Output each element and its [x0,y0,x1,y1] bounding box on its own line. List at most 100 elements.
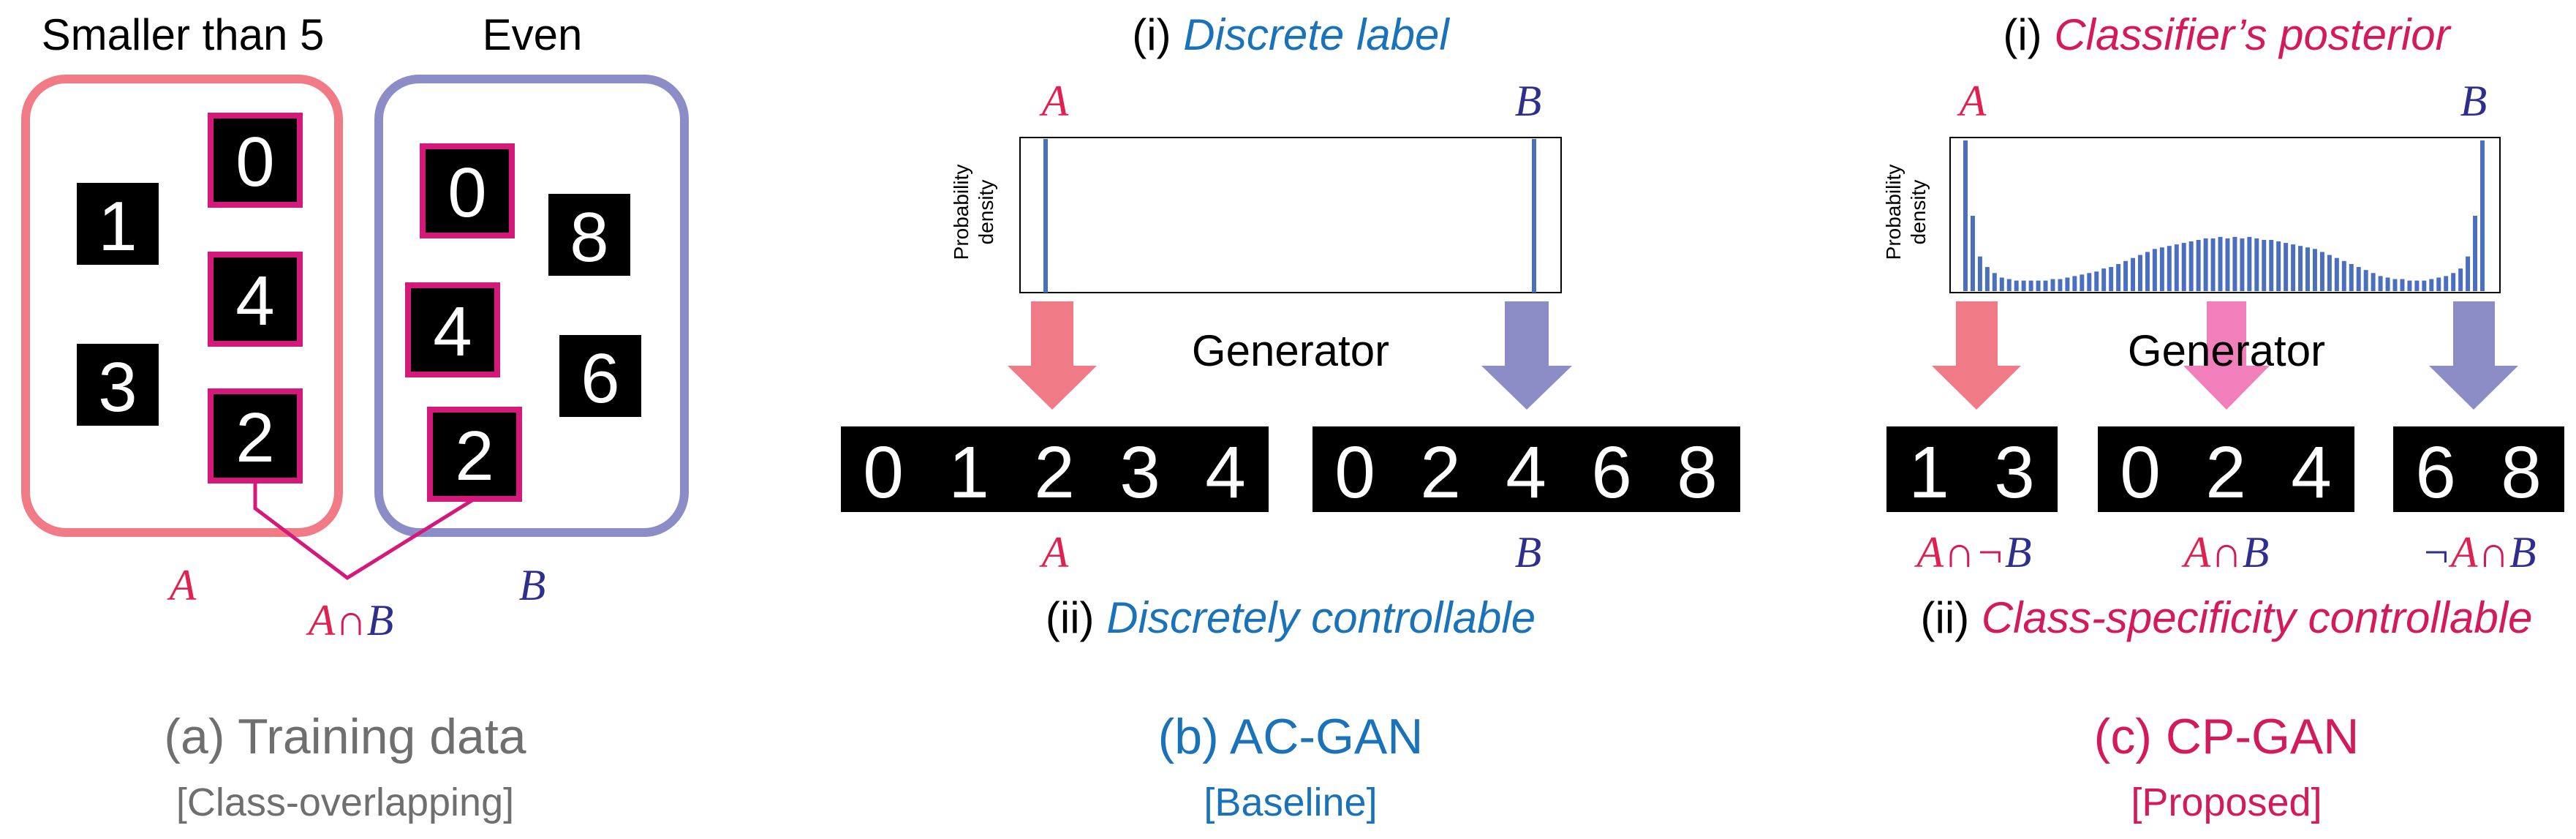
set-a-box [21,75,343,537]
digit-glyph: 0 [235,123,274,201]
histogram-bar [2014,280,2019,291]
panel-c-label-a: A [1957,77,1987,125]
panel-b-subcaption: [Baseline] [1204,780,1377,824]
panel-b-top-title: (i) Discrete label [1132,10,1450,59]
strip-digits: 6 8 [2415,432,2542,513]
output-strip-a: 0 1 2 3 4 [841,426,1269,513]
histogram-bar [2319,252,2324,291]
digit-tile-overlap: 4 [405,282,500,377]
panel-b-plot-frame [1019,137,1562,293]
digit-glyph: 3 [1994,432,2035,513]
histogram-bar [2385,277,2390,291]
histogram-bar [2298,246,2303,291]
arrow-to-a-and-b [2183,301,2270,410]
histogram-bar [2291,244,2296,291]
digit-glyph: 8 [570,198,608,276]
histogram-bar [2407,280,2412,291]
histogram-bar [2276,241,2281,291]
digit-glyph: 8 [2501,432,2542,513]
histogram-bar [2218,236,2223,291]
output-strip-not-a-and-b: 6 8 [2393,426,2564,513]
set-b-box [374,75,689,537]
label-intersection: A∩B [306,596,394,644]
histogram-bar [2123,260,2129,291]
histogram-bar [2444,276,2449,291]
digit-glyph: 0 [2120,432,2161,513]
histogram-bar [2305,247,2310,291]
histogram-bar [2145,252,2150,291]
histogram-bar [2363,270,2368,291]
label-set-a: A [167,561,197,609]
panel-c-label-b: B [2460,77,2488,125]
histogram-bar [2101,268,2107,291]
digit-tile: 1 [77,183,159,266]
panel-b-out-label-a: A [1039,528,1069,576]
histogram-bar [2174,244,2179,291]
arrow-to-a-not-b [1932,301,2021,410]
panel-c-caption: (c) CP-GAN [2094,709,2360,764]
digit-tile-overlap: 0 [420,143,515,238]
histogram-bar [2284,243,2289,291]
histogram-bar [2065,277,2070,291]
digit-glyph: 1 [98,187,137,266]
digit-tile-overlap: 0 [208,113,303,208]
panel-a-title-smaller-than-5: Smaller than 5 [42,10,325,59]
histogram-bar [2181,243,2186,291]
panel-c-plot-frame [1949,137,2501,293]
histogram-bar [2400,279,2405,291]
histogram-bar [2378,276,2383,291]
histogram-bar [2414,280,2420,291]
histogram-bar [2312,249,2317,291]
histogram-bar [2262,239,2267,291]
histogram-bar [2021,280,2026,291]
digit-glyph: 1 [1908,432,1949,513]
histogram-bar [2072,276,2077,291]
histogram-bar [2131,257,2136,291]
arrow-to-b-outputs [1481,301,1572,410]
histogram-bar [2327,255,2332,291]
histogram-bar [2466,256,2471,291]
strip-digits: 0 1 2 3 4 [863,432,1246,513]
label-not-a-and-b: ¬A∩B [2421,528,2536,576]
histogram-bar [2349,263,2354,291]
panel-a: Smaller than 5 Even 1 3 0 4 2 0 [21,10,689,824]
strip-digits: 0 2 4 [2120,432,2332,513]
histogram-bar [1970,216,1975,291]
histogram-bar [2451,273,2456,291]
panel-b-label-b: B [1515,77,1542,125]
digit-glyph: 2 [455,417,494,495]
histogram-bar [2080,274,2085,291]
panel-a-caption: (a) Training data [164,709,526,764]
histogram-bar [2429,279,2434,291]
panel-c-generator: Generator [2128,326,2325,375]
panel-a-subcaption: [Class-overlapping] [176,780,514,824]
histogram-bar [2392,279,2398,291]
histogram-bar [2247,236,2252,291]
label-a-not-b: A∩¬B [1914,528,2031,576]
digit-glyph: 2 [235,399,274,477]
digit-glyph: 0 [863,432,904,513]
histogram-bar [1999,277,2004,291]
histogram-bar [2203,238,2208,291]
digit-glyph: 6 [1591,432,1632,513]
histogram-bar [2006,279,2012,291]
intersection-connector [253,481,476,581]
digit-tile-overlap: 2 [208,388,303,484]
histogram-bar [2196,239,2201,291]
digit-tile: 8 [548,194,630,276]
arrow-to-a-outputs [1008,301,1097,410]
histogram-bar [2225,238,2230,291]
histogram-bar [2210,238,2216,291]
panel-c-bottom-title: (ii) Class-specificity controllable [1921,593,2533,642]
digit-tile: 3 [77,344,159,426]
histogram-bar [2269,239,2274,291]
histogram-bar [2116,263,2121,291]
digit-tile-overlap: 2 [427,407,522,502]
output-strip-a-and-b: 0 2 4 [2098,426,2354,513]
histogram-bar [2334,257,2339,291]
digit-glyph: 2 [2205,432,2246,513]
